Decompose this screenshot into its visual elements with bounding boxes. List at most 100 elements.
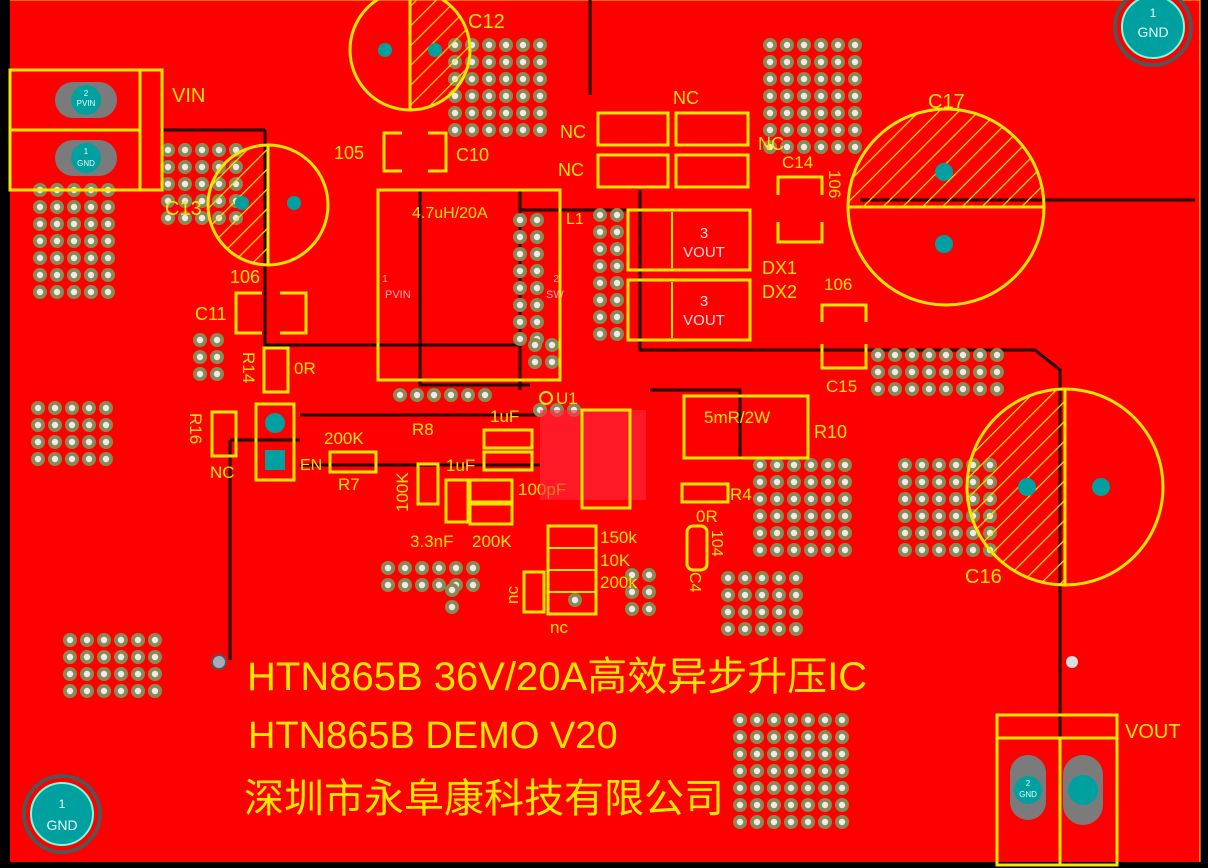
via-hole	[502, 92, 510, 100]
r10-value: 5mR/2W	[704, 408, 770, 427]
via-hole	[918, 529, 926, 537]
via-hole	[787, 733, 795, 741]
resistor-100k: 100K	[393, 462, 440, 512]
via-hole	[102, 404, 110, 412]
capacitor-c10: 105 C10	[334, 131, 489, 173]
r16-label: R16	[186, 413, 205, 444]
via-hole	[841, 512, 849, 520]
nc-bottom-label: nc	[550, 618, 568, 637]
via-hole	[792, 608, 800, 616]
via-hole	[758, 625, 766, 633]
via-hole	[502, 41, 510, 49]
r-150k-value: 150k	[600, 528, 637, 547]
resistor-r4: R4 0R	[680, 482, 752, 526]
via-hole	[792, 591, 800, 599]
via-hole	[736, 818, 744, 826]
via-hole	[756, 478, 764, 486]
via-hole	[596, 262, 604, 270]
via-hole	[596, 330, 604, 338]
via-hole	[134, 670, 142, 678]
r-200k-b-value: 200K	[472, 532, 512, 551]
via-hole	[485, 41, 493, 49]
via-hole	[198, 146, 206, 154]
via-hole	[935, 478, 943, 486]
c11-label: C11	[195, 304, 227, 324]
via-hole	[430, 391, 438, 399]
vout-connector: 2 GND VOUT	[995, 713, 1181, 867]
via-hole	[901, 478, 909, 486]
via-hole	[773, 461, 781, 469]
via-hole	[935, 461, 943, 469]
via-hole	[821, 801, 829, 809]
cap-1uf-a-value: 1uF	[490, 407, 519, 426]
via-hole	[800, 109, 808, 117]
via-hole	[34, 421, 42, 429]
via-hole	[804, 818, 812, 826]
via-hole	[468, 126, 476, 134]
en-label: EN	[300, 457, 322, 474]
via-hole	[70, 271, 78, 279]
via-hole	[87, 203, 95, 211]
via-hole	[807, 529, 815, 537]
via-hole	[36, 254, 44, 262]
via-hole	[181, 197, 189, 205]
via-hole	[834, 41, 842, 49]
resistor-r16: NC R16	[186, 410, 238, 482]
via-hole	[468, 109, 476, 117]
inductor-l1: 4.7uH/20A L1 1 PVIN 2 SW	[376, 188, 584, 382]
via-hole	[464, 391, 472, 399]
l1-pin2-number: 2	[553, 274, 559, 285]
via-hole	[790, 529, 798, 537]
via-hole	[891, 385, 899, 393]
via-hole	[901, 529, 909, 537]
via-hole	[935, 495, 943, 503]
via-hole	[783, 109, 791, 117]
capacitor-c4: 104 C4	[685, 524, 725, 593]
via-hole	[571, 596, 579, 604]
via-hole	[724, 608, 732, 616]
via-hole	[766, 58, 774, 66]
l1-pin1-number: 1	[382, 274, 388, 285]
via-hole	[851, 58, 859, 66]
via-hole	[783, 92, 791, 100]
via-hole	[519, 126, 527, 134]
via-hole	[34, 455, 42, 463]
via-hole	[901, 495, 909, 503]
via-hole	[596, 245, 604, 253]
via-hole	[134, 653, 142, 661]
via-hole	[753, 750, 761, 758]
via-hole	[800, 126, 808, 134]
via-hole	[935, 546, 943, 554]
via-hole	[613, 330, 621, 338]
via-hole	[164, 146, 172, 154]
via-hole	[104, 220, 112, 228]
via-hole	[418, 564, 426, 572]
via-hole	[918, 461, 926, 469]
dx-pin-name: VOUT	[683, 244, 725, 261]
via-hole	[918, 546, 926, 554]
via-hole	[519, 58, 527, 66]
via-hole	[100, 653, 108, 661]
pin-name: GND	[77, 159, 95, 168]
via-hole	[807, 478, 815, 486]
diode-dx1: 3 VOUT DX1	[626, 208, 797, 278]
via-hole	[901, 546, 909, 554]
en-header: EN	[254, 402, 322, 482]
via-hole	[134, 636, 142, 644]
via-hole	[85, 421, 93, 429]
via-hole	[783, 75, 791, 83]
via-hole	[817, 109, 825, 117]
c4-value: 104	[708, 530, 725, 557]
via-hole	[53, 237, 61, 245]
via-hole	[53, 203, 61, 211]
via-hole	[851, 92, 859, 100]
via-hole	[773, 495, 781, 503]
via-hole	[516, 216, 524, 224]
c13-label: C13	[165, 198, 202, 220]
via-hole	[841, 529, 849, 537]
via-hole	[770, 767, 778, 775]
l1-pin1-name: PVIN	[385, 289, 411, 301]
capacitor-c15: 106 C15	[820, 275, 868, 396]
via-hole	[87, 220, 95, 228]
via-hole	[753, 818, 761, 826]
